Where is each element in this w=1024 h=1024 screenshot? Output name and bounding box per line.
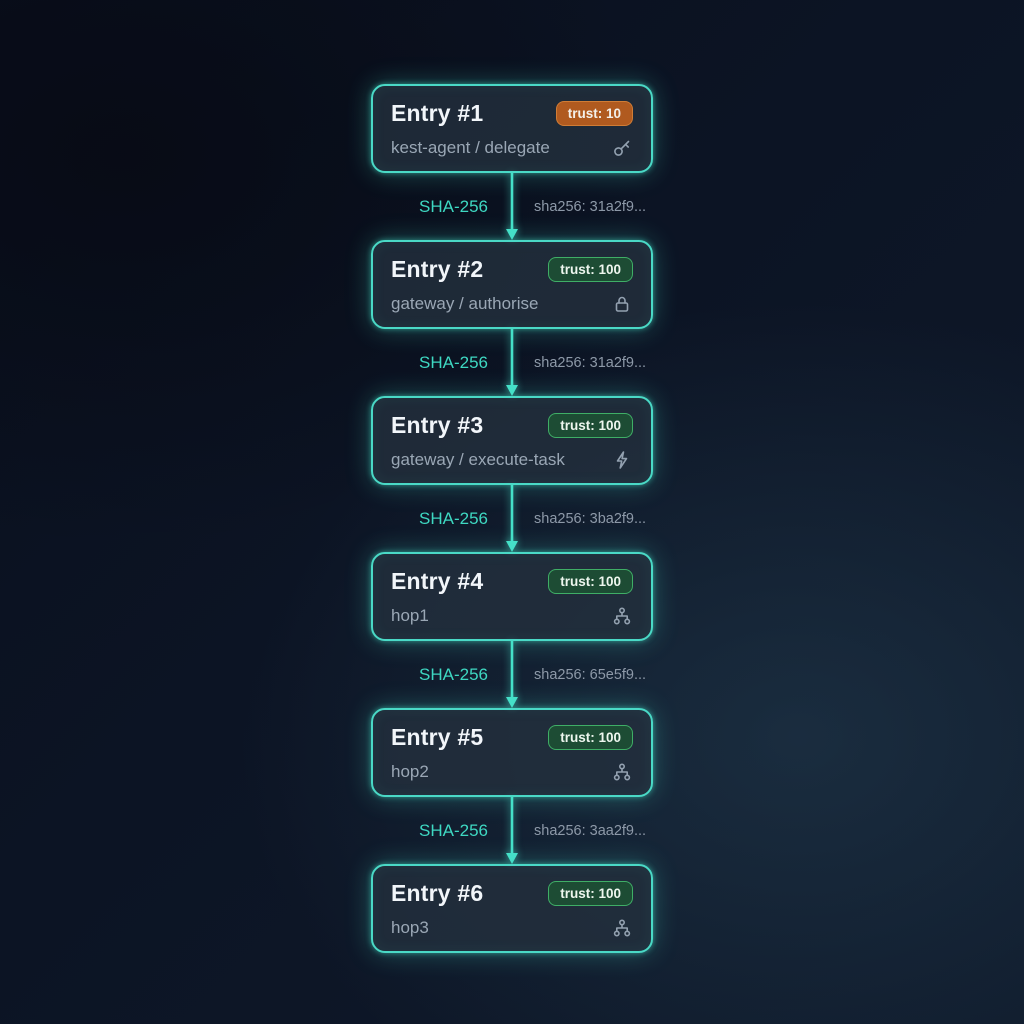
key-icon: [611, 137, 633, 159]
trust-badge: trust: 100: [548, 725, 633, 750]
entry-title: Entry #4: [391, 568, 484, 594]
hash-chain-diagram: Entry #1 trust: 10 kest-agent / delegate…: [371, 84, 653, 953]
arrow-down-icon: [506, 329, 518, 396]
entry-subtitle: gateway / authorise: [391, 294, 539, 313]
hash-algo-label: SHA-256: [419, 508, 488, 528]
hash-value: sha256: 65e5f9...: [534, 666, 647, 683]
trust-badge: trust: 100: [548, 881, 633, 906]
hash-algo-label: SHA-256: [419, 820, 488, 840]
trust-badge: trust: 100: [548, 569, 633, 594]
network-icon: [611, 761, 633, 783]
trust-badge: trust: 10: [555, 101, 633, 126]
chain-entry-card-2: Entry #2 trust: 100 gateway / authorise: [371, 240, 653, 329]
hash-algo-label: SHA-256: [419, 352, 488, 372]
hash-connector-3: SHA-256 sha256: 3ba2f9...: [371, 485, 653, 552]
hash-connector-5: SHA-256 sha256: 3aa2f9...: [371, 797, 653, 864]
chain-entry-card-4: Entry #4 trust: 100 hop1: [371, 552, 653, 641]
hash-value: sha256: 31a2f9...: [534, 354, 647, 371]
chain-entry-card-6: Entry #6 trust: 100 hop3: [371, 864, 653, 953]
entry-subtitle: kest-agent / delegate: [391, 138, 550, 157]
arrow-down-icon: [506, 485, 518, 552]
trust-badge: trust: 100: [548, 257, 633, 282]
entry-subtitle: hop1: [391, 606, 429, 625]
entry-title: Entry #2: [391, 256, 484, 282]
hash-value: sha256: 31a2f9...: [534, 198, 647, 215]
lock-icon: [611, 293, 633, 315]
entry-subtitle: gateway / execute-task: [391, 450, 565, 469]
entry-title: Entry #5: [391, 724, 484, 750]
hash-value: sha256: 3ba2f9...: [534, 510, 647, 527]
network-icon: [611, 605, 633, 627]
entry-title: Entry #3: [391, 412, 484, 438]
trust-badge: trust: 100: [548, 413, 633, 438]
chain-entry-card-3: Entry #3 trust: 100 gateway / execute-ta…: [371, 396, 653, 485]
network-icon: [611, 917, 633, 939]
hash-connector-2: SHA-256 sha256: 31a2f9...: [371, 329, 653, 396]
lightning-icon: [611, 449, 633, 471]
hash-algo-label: SHA-256: [419, 196, 488, 216]
hash-value: sha256: 3aa2f9...: [534, 822, 647, 839]
entry-subtitle: hop2: [391, 762, 429, 781]
entry-title: Entry #1: [391, 100, 484, 126]
arrow-down-icon: [506, 797, 518, 864]
entry-subtitle: hop3: [391, 918, 429, 937]
arrow-down-icon: [506, 641, 518, 708]
entry-title: Entry #6: [391, 880, 484, 906]
chain-entry-card-1: Entry #1 trust: 10 kest-agent / delegate: [371, 84, 653, 173]
chain-entry-card-5: Entry #5 trust: 100 hop2: [371, 708, 653, 797]
hash-connector-4: SHA-256 sha256: 65e5f9...: [371, 641, 653, 708]
hash-algo-label: SHA-256: [419, 664, 488, 684]
arrow-down-icon: [506, 173, 518, 240]
hash-connector-1: SHA-256 sha256: 31a2f9...: [371, 173, 653, 240]
